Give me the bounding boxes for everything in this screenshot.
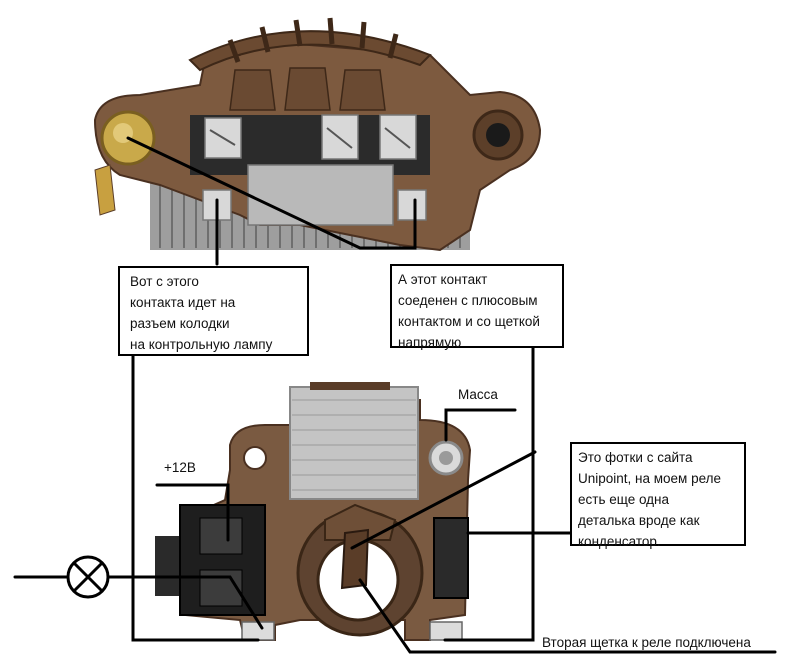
capacitor-part [433, 517, 469, 599]
callout-photo-source: Это фотки с сайта Unipoint, на моем реле… [570, 442, 746, 549]
mount-hole-bottom [243, 446, 267, 470]
wire-lamp-right [106, 575, 264, 630]
brush-holder [296, 503, 424, 637]
top-grille [188, 17, 432, 72]
callout-contact-plus-brush: А этот контакт соеденен с плюсовым конта… [390, 264, 564, 350]
wire-photo-note [350, 450, 537, 550]
wire-mass [444, 408, 517, 442]
brush [340, 528, 370, 590]
wire-right-vertical [443, 346, 535, 642]
wire-left-vertical [131, 354, 260, 642]
wires [13, 136, 777, 654]
regulator-photo-bottom [155, 382, 472, 641]
connector-plug [155, 504, 266, 616]
regulator-photo-top [93, 17, 542, 252]
label-plus12: +12В [164, 460, 196, 475]
callout-contact-to-lamp: Вот с этого контакта идет на разъем коло… [118, 266, 309, 356]
wire-plus12 [155, 483, 230, 542]
label-second-brush: Вторая щетка к реле подключена [542, 635, 751, 650]
wire-bolt-to-right-callout [126, 136, 417, 250]
top-left-lead [94, 164, 116, 216]
label-mass: Масса [458, 387, 498, 402]
lamp-symbol-icon [66, 555, 110, 599]
top-ridges [229, 67, 386, 111]
wire-second-brush [358, 578, 777, 654]
top-heatplate [247, 164, 394, 226]
bottom-heatplate [289, 382, 419, 500]
